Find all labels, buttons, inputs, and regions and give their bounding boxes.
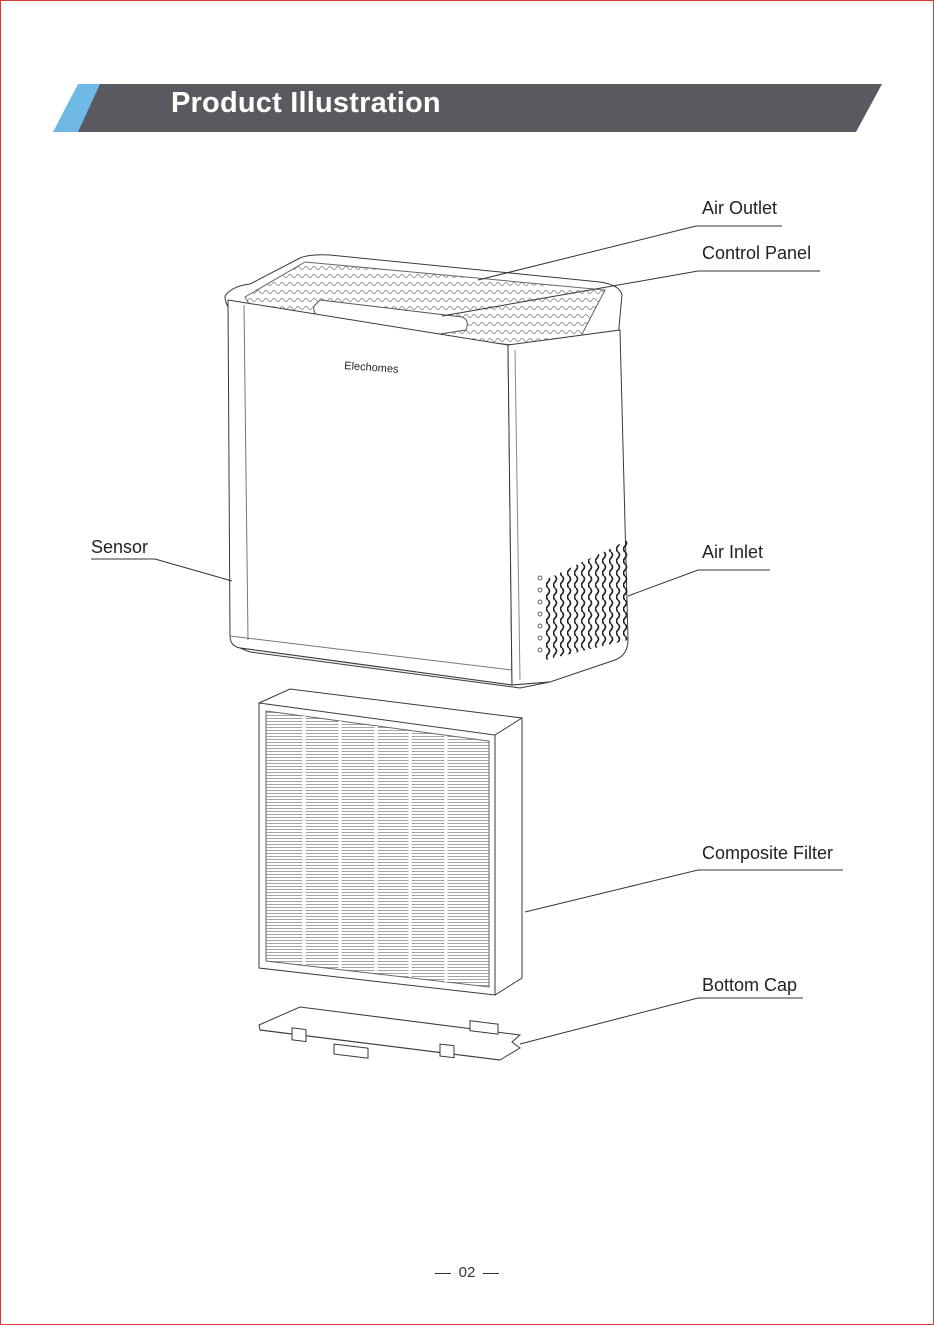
page-number-dash-right xyxy=(483,1273,499,1274)
page-number-dash-left xyxy=(435,1273,451,1274)
callout-sensor: Sensor xyxy=(91,537,148,558)
callout-air-outlet: Air Outlet xyxy=(702,198,777,219)
leader-bottom-cap xyxy=(520,998,803,1044)
page-number-value: 02 xyxy=(459,1264,476,1281)
front-face xyxy=(228,300,512,685)
callout-composite-filter: Composite Filter xyxy=(702,843,833,864)
bottom-cap xyxy=(259,1007,520,1060)
leader-air-inlet xyxy=(628,570,770,596)
callout-control-panel: Control Panel xyxy=(702,243,811,264)
callout-bottom-cap: Bottom Cap xyxy=(702,975,797,996)
composite-filter xyxy=(259,689,522,995)
callout-air-inlet: Air Inlet xyxy=(702,542,763,563)
leader-sensor xyxy=(91,559,232,581)
page-number: 02 xyxy=(0,1264,934,1281)
leader-composite-filter xyxy=(525,870,843,912)
